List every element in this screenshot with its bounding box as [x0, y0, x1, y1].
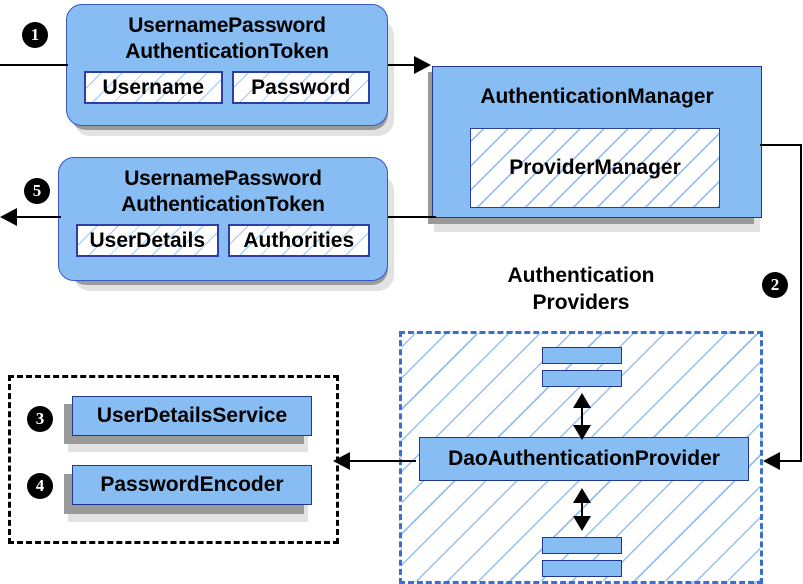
- step-badge-2: 2: [762, 272, 788, 298]
- provider-link-arrow-down-bottom-icon: [573, 516, 591, 531]
- provider-bar-top-1[interactable]: [542, 347, 622, 364]
- step-badge-3: 3: [27, 406, 53, 432]
- provider-link-arrow-up-top-icon: [573, 393, 591, 408]
- response-token-title-line1: UsernamePassword: [124, 167, 322, 190]
- provider-link-line-bottom: [581, 495, 583, 525]
- request-token-title: UsernamePassword AuthenticationToken: [67, 5, 387, 65]
- outbound-response-arrow-icon: [0, 208, 17, 226]
- provider-bar-bottom-2[interactable]: [542, 560, 622, 577]
- token-to-manager-arrow-icon: [414, 56, 431, 74]
- provider-link-line-top: [581, 400, 583, 436]
- authentication-manager-title: AuthenticationManager: [480, 85, 714, 108]
- provider-link-arrow-up-bottom-icon: [573, 488, 591, 503]
- response-token-title-line2: AuthenticationToken: [121, 193, 325, 216]
- field-authorities[interactable]: Authorities: [227, 224, 370, 257]
- manager-to-provider-line-bottom: [780, 460, 802, 462]
- manager-to-response-token-line: [388, 216, 436, 218]
- dao-authentication-provider-box[interactable]: DaoAuthenticationProvider: [419, 437, 749, 481]
- request-token-fields: Username Password: [67, 65, 387, 104]
- outbound-response-line: [17, 216, 61, 218]
- field-username[interactable]: Username: [84, 71, 223, 104]
- field-user-details[interactable]: UserDetails: [76, 224, 219, 257]
- token-to-manager-line: [388, 64, 418, 66]
- authentication-providers-label-line2: Providers: [532, 291, 630, 314]
- provider-to-collaborators-arrow-icon: [333, 452, 350, 470]
- field-password[interactable]: Password: [231, 71, 370, 104]
- password-encoder-box[interactable]: PasswordEncoder: [72, 465, 312, 505]
- authentication-providers-label-line1: Authentication: [507, 264, 655, 287]
- step-badge-1: 1: [22, 22, 48, 48]
- provider-link-arrow-down-top-icon: [573, 425, 591, 440]
- provider-bar-bottom-1[interactable]: [542, 537, 622, 554]
- provider-bar-top-2[interactable]: [542, 370, 622, 387]
- manager-to-provider-line-vertical: [800, 144, 802, 461]
- authentication-providers-label: Authentication Providers: [470, 262, 692, 316]
- response-token-fields: UserDetails Authorities: [59, 218, 387, 257]
- request-token-title-line1: UsernamePassword: [128, 14, 326, 37]
- username-password-authentication-token-response[interactable]: UsernamePassword AuthenticationToken Use…: [58, 157, 388, 281]
- step-badge-4: 4: [27, 473, 53, 499]
- manager-to-provider-line-top: [760, 144, 802, 146]
- user-details-service-box[interactable]: UserDetailsService: [72, 396, 312, 436]
- username-password-authentication-token-request[interactable]: UsernamePassword AuthenticationToken Use…: [66, 4, 388, 126]
- manager-to-provider-arrow-icon: [763, 452, 780, 470]
- provider-manager-box[interactable]: ProviderManager: [470, 128, 720, 208]
- request-token-title-line2: AuthenticationToken: [125, 40, 329, 63]
- provider-to-collaborators-line: [350, 460, 416, 462]
- response-token-title: UsernamePassword AuthenticationToken: [59, 158, 387, 218]
- step-badge-5: 5: [24, 178, 50, 204]
- inbound-request-line: [0, 64, 68, 66]
